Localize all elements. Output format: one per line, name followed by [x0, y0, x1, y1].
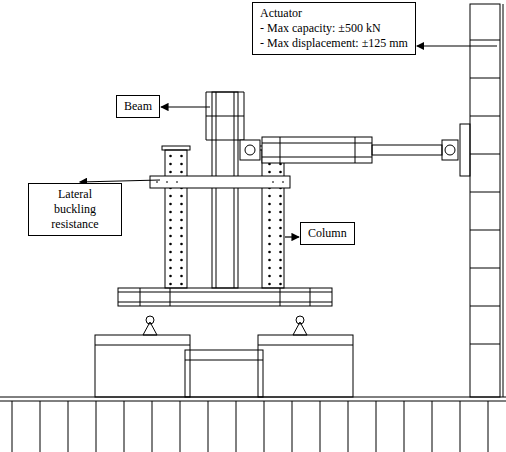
pin: [146, 316, 154, 324]
leader-arrow: [285, 236, 299, 237]
lateral-brace-holes: [156, 182, 284, 183]
leader-arrow: [161, 106, 210, 107]
leader-arrow: [417, 45, 497, 46]
support-block: [258, 335, 353, 397]
pile-lines: [12, 401, 488, 452]
base-beam-flanges: [118, 288, 332, 306]
reaction-wall: [470, 4, 500, 397]
specimen-beam-detail: [206, 92, 244, 288]
leader-group: [80, 46, 497, 237]
actuator-end-clevis: [442, 140, 458, 160]
column-callout-box: Column: [300, 222, 355, 245]
reaction-wall-rungs: [470, 4, 503, 397]
beam-callout-box: Beam: [116, 95, 160, 118]
support-block: [95, 335, 190, 397]
pin-support: [143, 322, 307, 335]
column: [262, 150, 284, 288]
actuator-end-pin: [445, 145, 455, 155]
actuator-pin: [245, 145, 255, 155]
column-cap: [162, 146, 190, 150]
wall-plate: [460, 124, 470, 176]
callout-text: - Max displacement: ±125 mm: [260, 36, 408, 51]
callout-heading: Actuator: [260, 6, 408, 21]
support-block-detail: [95, 345, 353, 360]
pin: [296, 316, 304, 324]
center-block: [185, 350, 263, 397]
callout-heading: Lateral buckling resistance: [36, 187, 114, 232]
callout-heading: Column: [308, 226, 347, 241]
actuator-cylinder: [262, 137, 372, 163]
callout-heading: Beam: [124, 99, 152, 114]
actuator-clevis: [240, 140, 260, 160]
callout-text: - Max capacity: ±500 kN: [260, 21, 408, 36]
actuator-rod: [372, 145, 442, 155]
base-beam: [118, 288, 332, 306]
brace-callout-box: Lateral buckling resistance: [28, 183, 122, 236]
actuator-callout-box: Actuator- Max capacity: ±500 kN- Max dis…: [252, 2, 416, 55]
ground-line: [0, 397, 506, 401]
lateral-brace: [150, 176, 290, 188]
actuator-cylinder-detail: [262, 137, 372, 163]
column: [165, 150, 187, 288]
leader-arrow: [80, 180, 160, 182]
